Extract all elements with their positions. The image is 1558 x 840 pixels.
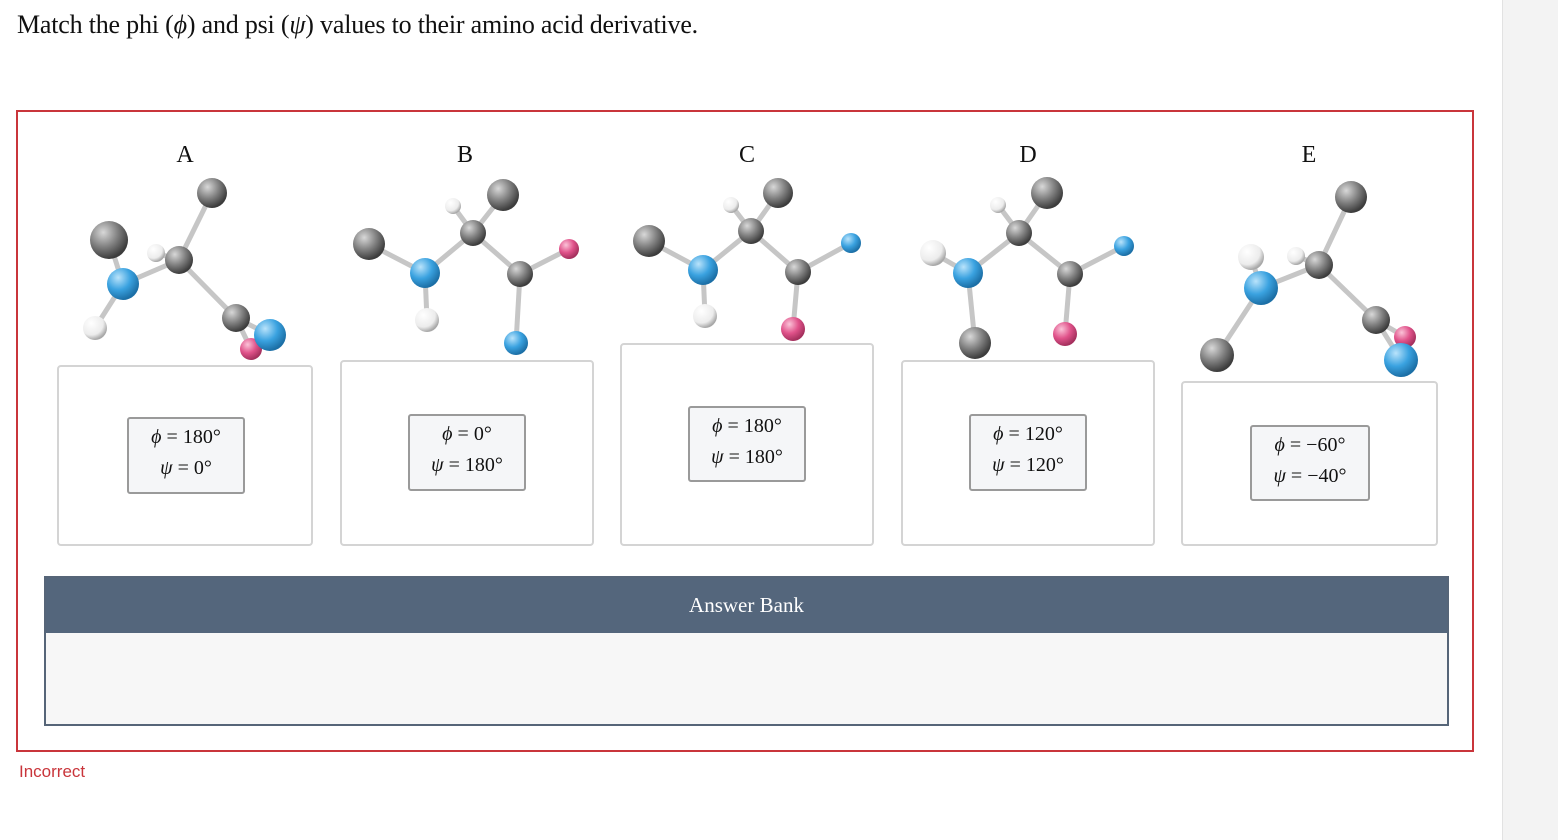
angle-tile-b[interactable]: ϕ = 0° ψ = 180° [408, 414, 526, 491]
column-label-e: E [1301, 142, 1317, 168]
molecule-models [83, 177, 1418, 377]
status-incorrect: Incorrect [19, 762, 86, 781]
answer-bank-title: Answer Bank [46, 578, 1447, 633]
angle-tile-e[interactable]: ϕ = −60° ψ = −40° [1250, 425, 1370, 501]
angle-tile-d[interactable]: ϕ = 120° ψ = 120° [969, 414, 1087, 491]
angle-tile-a[interactable]: ϕ = 180° ψ = 0° [127, 417, 245, 494]
right-scroll-rail [1502, 0, 1558, 840]
column-label-b: B [456, 142, 473, 168]
answer-frame [16, 110, 1474, 752]
column-label-c: C [738, 142, 755, 168]
column-label-a: A [176, 142, 194, 168]
phi-symbol: ϕ [173, 10, 187, 39]
angle-tile-c[interactable]: ϕ = 180° ψ = 180° [688, 406, 806, 482]
psi-symbol: ψ [289, 10, 306, 39]
answer-bank[interactable]: Answer Bank [44, 576, 1449, 726]
question-text: Match the phi (ϕ) and psi (ψ) values to … [17, 10, 698, 39]
column-label-d: D [1019, 142, 1037, 168]
